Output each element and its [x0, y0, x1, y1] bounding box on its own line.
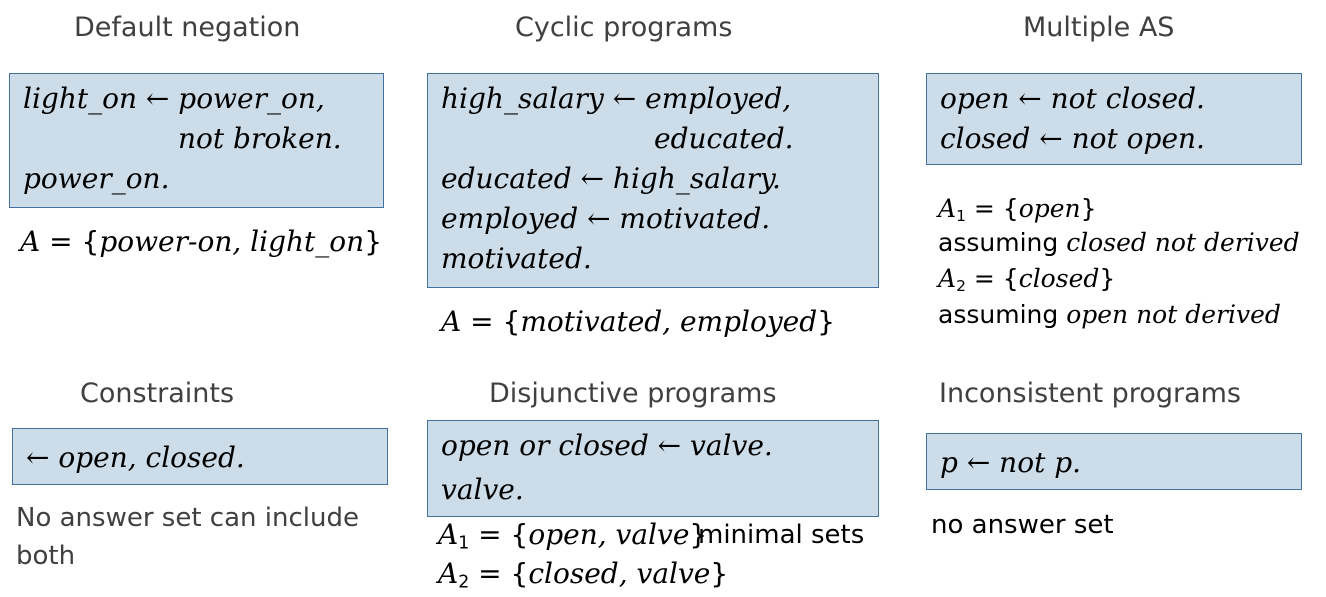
inconsistent-note: no answer set: [931, 510, 1114, 540]
answer-close: }: [710, 557, 729, 590]
cyclic-rule-2: educated ← high_salary.: [441, 162, 781, 195]
answer-set-subscript: 1: [458, 533, 470, 554]
assuming-condition: open not derived: [1066, 300, 1281, 329]
default-negation-box: [9, 73, 384, 208]
multiple-as-rule-1: open ← not closed.: [940, 82, 1205, 115]
default-negation-rule-1: light_on ← power_on,: [23, 82, 325, 115]
disjunctive-a2: A2 = {closed, valve}: [438, 557, 728, 592]
assuming-label: assuming: [938, 300, 1067, 329]
answer-set-members: closed, valve: [528, 557, 711, 590]
answer-set-members: open, valve: [528, 518, 690, 551]
answer-set-subscript: 2: [458, 572, 470, 593]
default-negation-answer: A = {power-on, light_on}: [20, 225, 382, 258]
answer-set-symbol: A: [938, 264, 957, 293]
cyclic-rule-4: motivated.: [441, 242, 592, 275]
assuming-condition: closed not derived: [1066, 228, 1300, 257]
answer-set-symbol: A: [438, 557, 459, 590]
cyclic-programs-title: Cyclic programs: [515, 12, 733, 43]
disjunctive-programs-title: Disjunctive programs: [489, 378, 777, 409]
multiple-as-rule-2: closed ← not open.: [940, 122, 1205, 155]
answer-eq: = {: [40, 225, 100, 258]
cyclic-rule-1-cont: educated.: [654, 122, 794, 155]
answer-eq: = {: [965, 264, 1019, 293]
answer-set-subscript: 2: [956, 276, 966, 295]
constraints-rule-1: ← open, closed.: [26, 441, 245, 474]
answer-eq: = {: [461, 305, 521, 338]
multiple-as-a1: A1 = {open}: [938, 194, 1097, 225]
answer-close: }: [364, 225, 383, 258]
answer-set-symbol: A: [438, 518, 459, 551]
assuming-label: assuming: [938, 228, 1067, 257]
inconsistent-rule-1: p ← not p.: [940, 446, 1082, 479]
answer-eq: = {: [965, 194, 1019, 223]
disjunctive-minimal-sets-note: minimal sets: [698, 520, 865, 550]
cyclic-answer: A = {motivated, employed}: [441, 305, 835, 338]
answer-set-symbol: A: [441, 305, 462, 338]
answer-set-members: power-on, light_on: [99, 225, 365, 258]
default-negation-rule-1-cont: not broken.: [178, 122, 342, 155]
default-negation-rule-2: power_on.: [23, 162, 170, 195]
answer-eq: = {: [469, 518, 529, 551]
disjunctive-programs-box: [427, 420, 879, 517]
answer-close: }: [817, 305, 835, 338]
multiple-as-a2-assumption: assuming open not derived: [938, 300, 1281, 329]
constraints-title: Constraints: [80, 378, 235, 409]
answer-set-members: closed: [1018, 264, 1100, 293]
cyclic-rule-3: employed ← motivated.: [441, 202, 771, 235]
constraints-note-line-2: both: [16, 541, 76, 571]
inconsistent-programs-box: [926, 433, 1302, 490]
constraints-note-line-1: No answer set can include: [16, 503, 359, 533]
disjunctive-rule-1: open or closed ← valve.: [441, 429, 773, 462]
cyclic-rule-1: high_salary ← employed,: [441, 82, 792, 115]
multiple-as-title: Multiple AS: [1023, 12, 1175, 43]
default-negation-title: Default negation: [74, 12, 301, 43]
answer-set-members: open: [1018, 194, 1081, 223]
answer-set-subscript: 1: [956, 206, 966, 225]
answer-close: }: [1080, 194, 1097, 223]
inconsistent-programs-title: Inconsistent programs: [939, 378, 1241, 409]
answer-close: }: [1099, 264, 1116, 293]
disjunctive-a1: A1 = {open, valve}: [438, 518, 707, 553]
cyclic-programs-box: [427, 73, 879, 288]
disjunctive-rule-2: valve.: [441, 473, 524, 506]
answer-set-members: motivated, employed: [520, 305, 818, 338]
answer-set-symbol: A: [938, 194, 957, 223]
answer-set-symbol: A: [20, 225, 41, 258]
constraints-box: [12, 428, 388, 485]
multiple-as-box: [926, 73, 1302, 165]
multiple-as-a1-assumption: assuming closed not derived: [938, 228, 1300, 257]
answer-eq: = {: [469, 557, 529, 590]
answer-close: }: [689, 518, 708, 551]
multiple-as-a2: A2 = {closed}: [938, 264, 1115, 295]
